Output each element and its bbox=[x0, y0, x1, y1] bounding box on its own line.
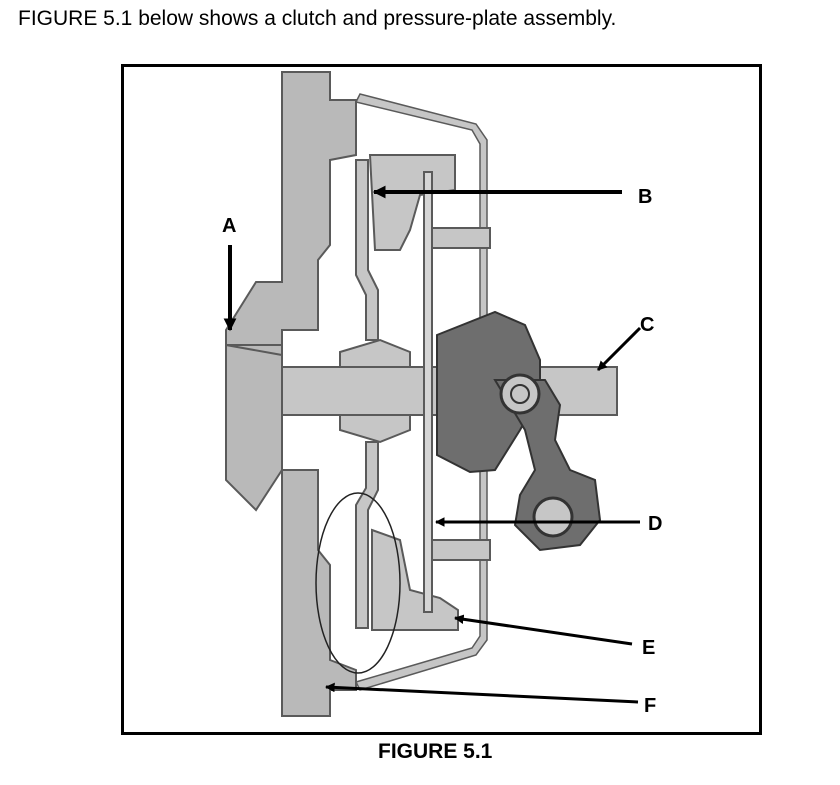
label-c: C bbox=[640, 314, 654, 336]
pressure-plate-upper bbox=[368, 154, 456, 251]
figure-caption: FIGURE 5.1 bbox=[378, 740, 493, 763]
label-a: A bbox=[222, 215, 236, 237]
label-b: B bbox=[638, 186, 652, 208]
highlight-ellipse bbox=[315, 492, 401, 674]
intro-text: FIGURE 5.1 below shows a clutch and pres… bbox=[18, 7, 617, 30]
pivot-bolt-upper bbox=[431, 227, 491, 249]
clutch-hub bbox=[339, 338, 411, 444]
release-fork bbox=[493, 379, 602, 552]
pressure-plate-lower bbox=[371, 528, 459, 631]
fork-end bbox=[532, 496, 574, 538]
arrow-f bbox=[325, 682, 639, 704]
arrow-e bbox=[454, 614, 633, 646]
label-f: F bbox=[644, 695, 656, 717]
diaphragm-spring bbox=[423, 171, 433, 613]
arrow-c bbox=[596, 326, 642, 372]
fork-pivot-inner bbox=[510, 384, 530, 404]
pivot-bolt-lower bbox=[431, 539, 491, 561]
label-e: E bbox=[642, 637, 655, 659]
flywheel bbox=[225, 71, 357, 717]
label-d: D bbox=[648, 513, 662, 535]
